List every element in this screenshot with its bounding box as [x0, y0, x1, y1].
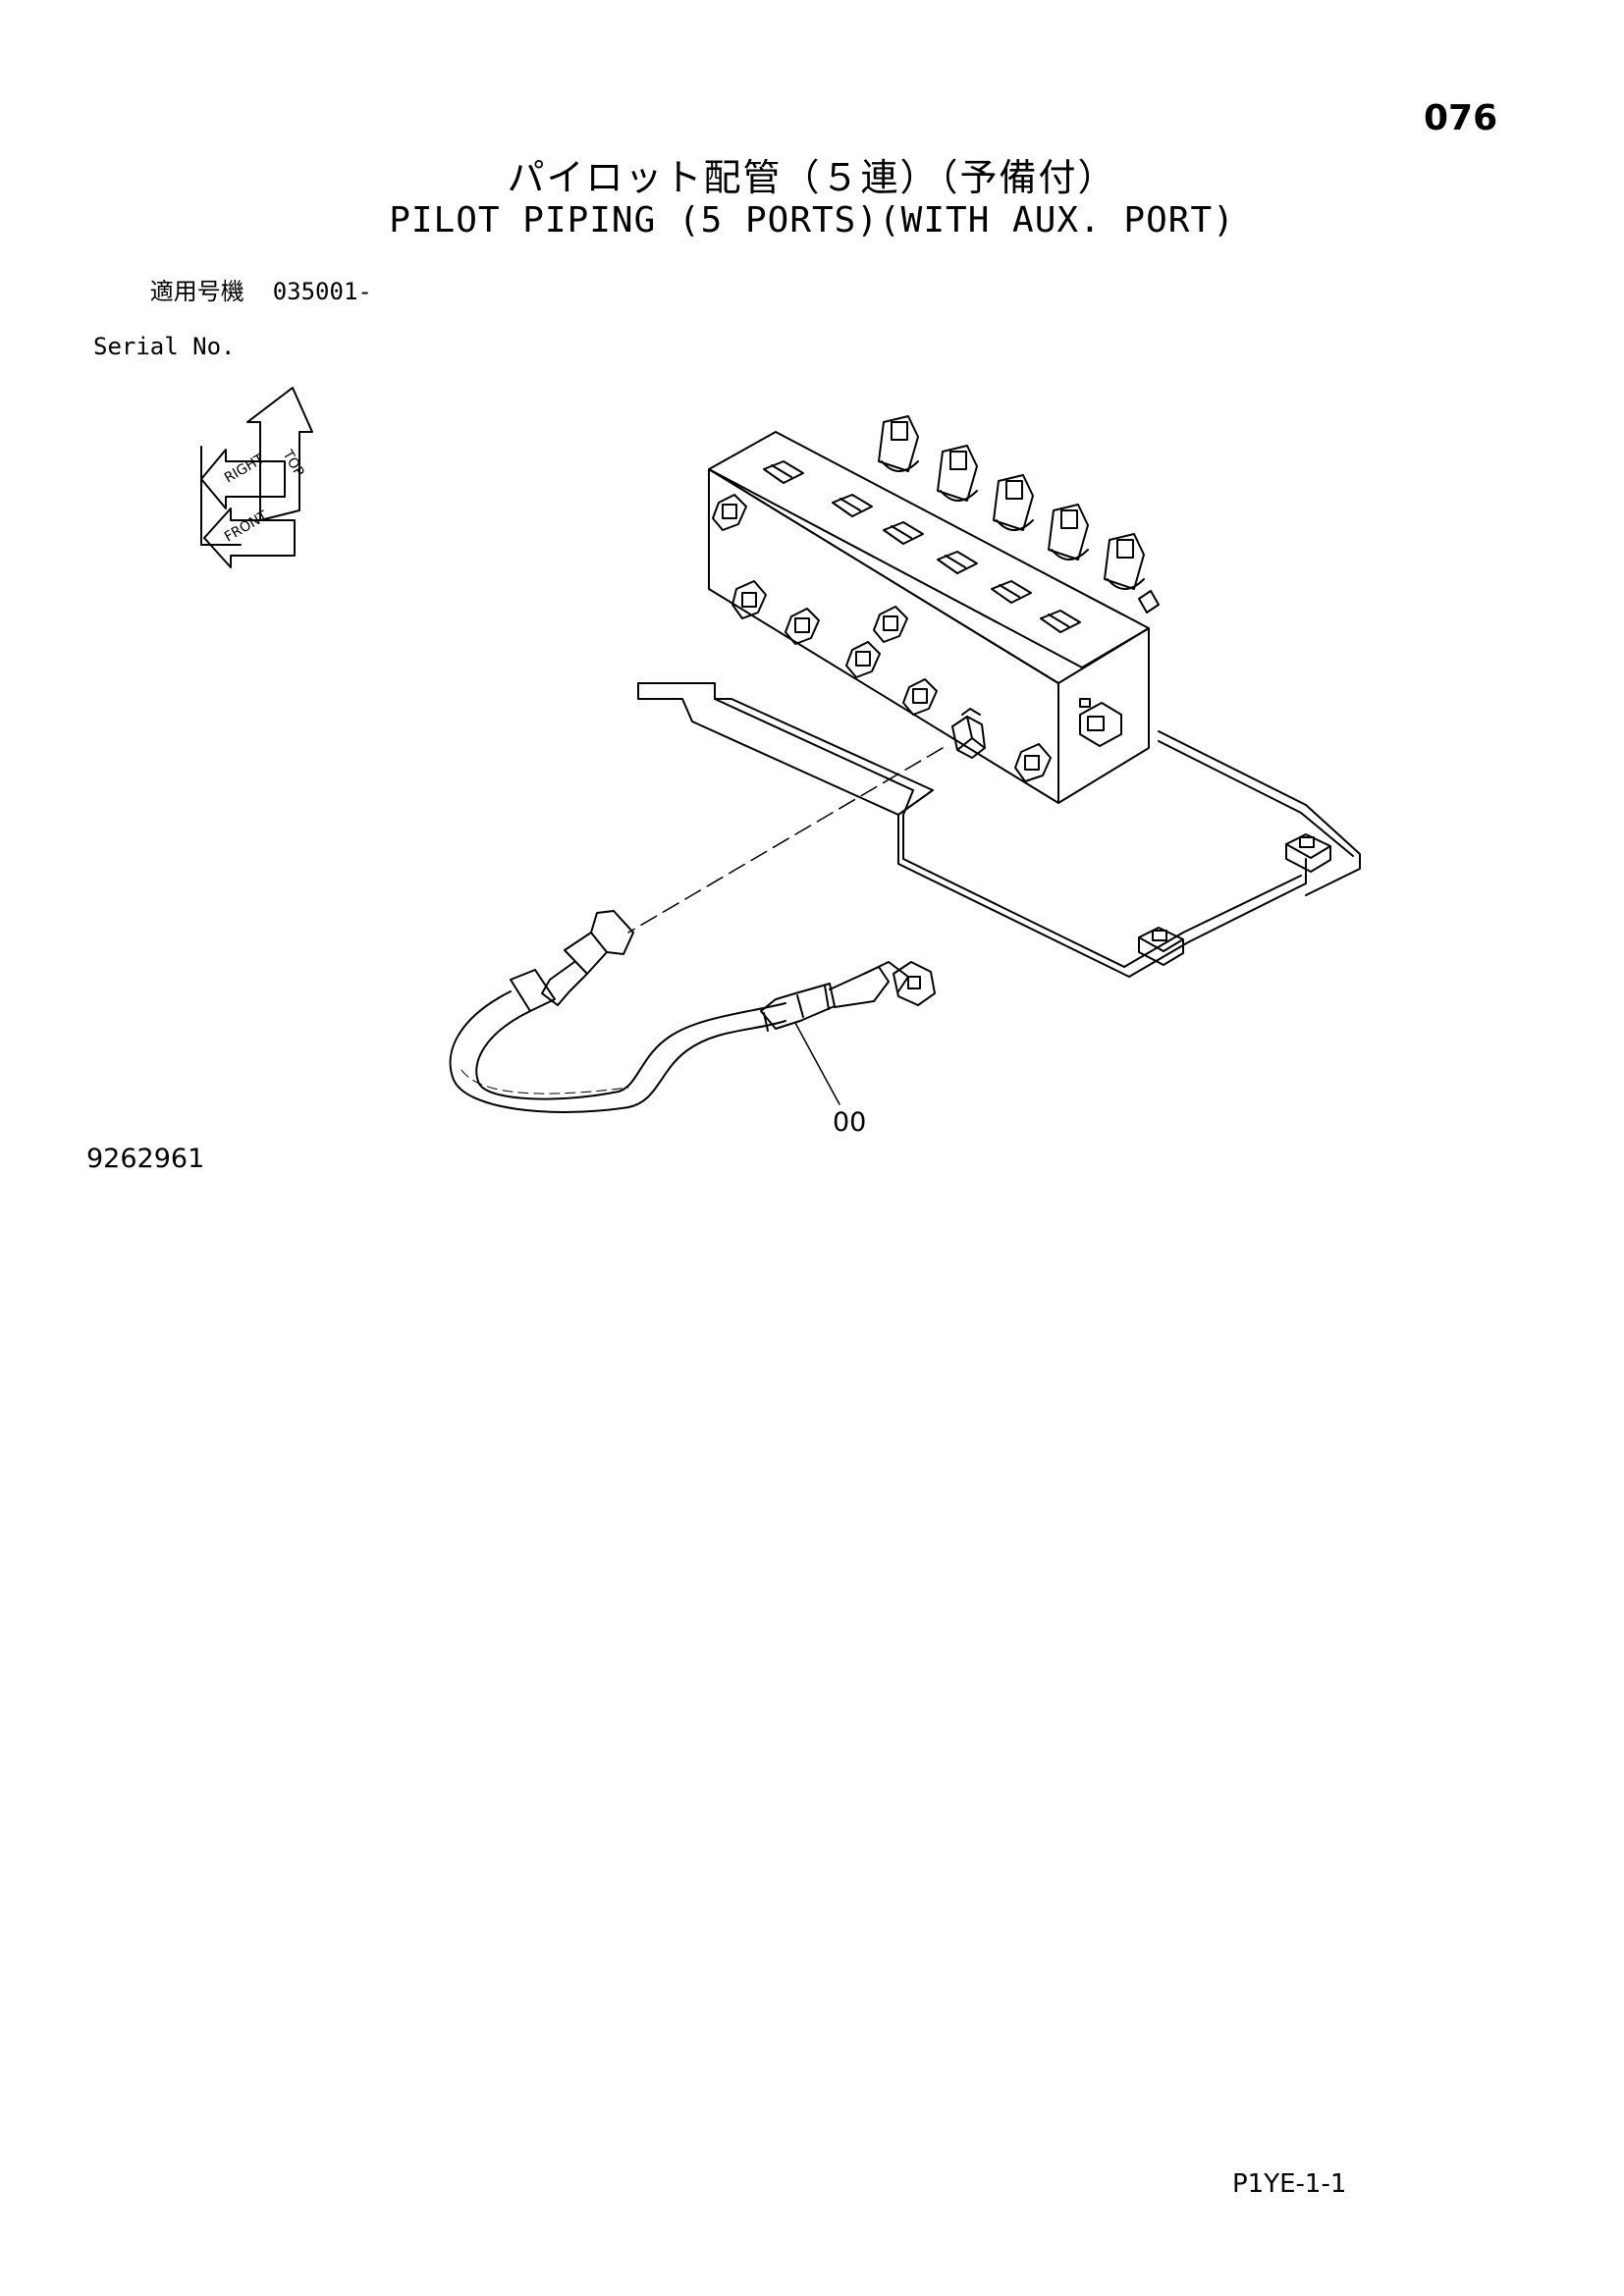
- page-number: 076: [1424, 98, 1498, 138]
- title-english: PILOT PIPING (5 PORTS)(WITH AUX. PORT): [389, 200, 1235, 240]
- orientation-label-front: FRONT: [222, 507, 271, 545]
- valve-block: [708, 415, 1160, 804]
- mounting-bracket: [637, 682, 1361, 978]
- serial-block: 適用号機 035001- Serial No.: [93, 250, 372, 360]
- aux-port-fitting: [951, 708, 986, 759]
- end-port: [1079, 698, 1122, 747]
- title-japanese: パイロット配管（５連）（予備付）: [507, 156, 1117, 199]
- serial-row-jp: 適用号機 035001-: [93, 250, 372, 333]
- orientation-label-top: TOP: [279, 447, 306, 479]
- bolt-right: [1285, 833, 1331, 873]
- drawing-number: 9262961: [86, 1144, 205, 1174]
- top-ports: [763, 460, 1081, 633]
- hose-assembly: [449, 910, 936, 1113]
- bolt-left: [1138, 927, 1184, 966]
- serial-value: 035001-: [272, 278, 372, 305]
- orientation-icon: TOP RIGHT FRONT: [200, 387, 313, 568]
- callout-label: 00: [833, 1107, 867, 1138]
- leader-line: [627, 747, 944, 934]
- serial-label-jp: 適用号機: [149, 278, 244, 305]
- sheet-id: P1YE-1-1: [1232, 2169, 1347, 2199]
- pilot-connectors: [878, 415, 1160, 614]
- serial-label-en: Serial No.: [93, 333, 236, 360]
- callout-leader: [794, 1022, 840, 1105]
- front-ports: [712, 494, 1052, 782]
